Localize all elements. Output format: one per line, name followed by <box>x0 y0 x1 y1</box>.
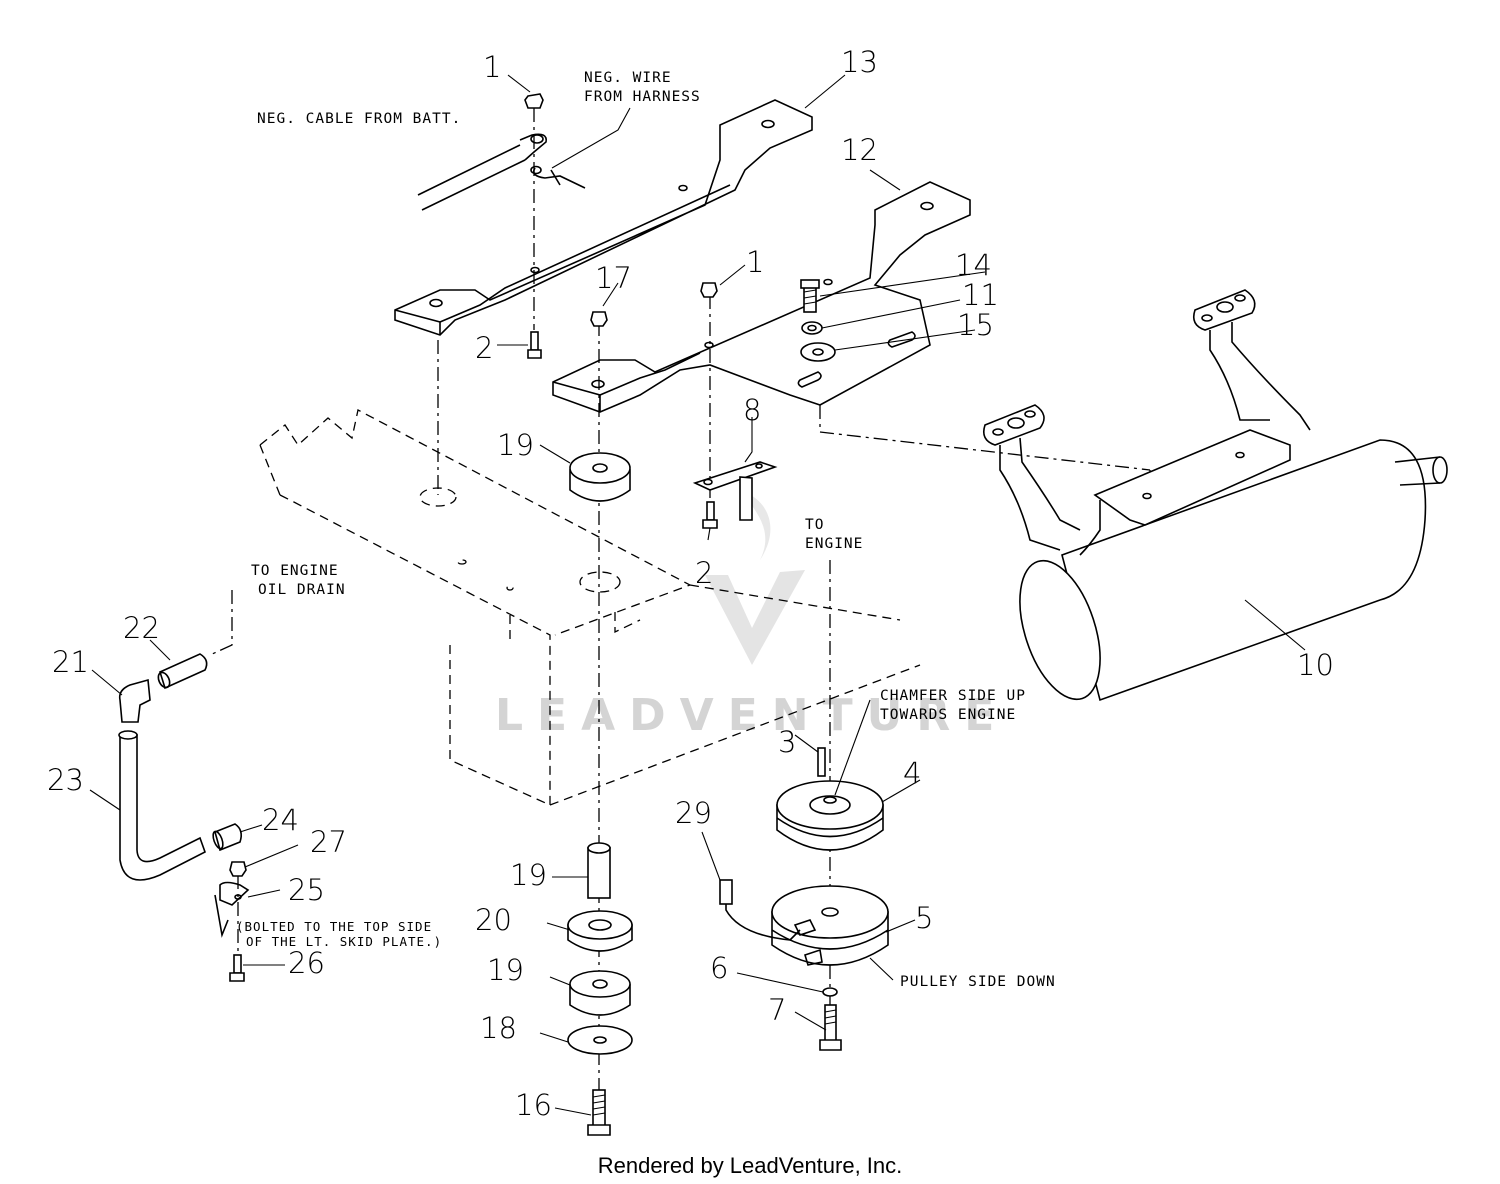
note-oil-drain-2: OIL DRAIN <box>258 582 346 598</box>
washer-6 <box>822 987 838 997</box>
note-to-engine-1: TO <box>805 517 824 533</box>
nut-27 <box>229 861 247 877</box>
footer-credit: Rendered by LeadVenture, Inc. <box>598 1153 903 1178</box>
note-oil-drain-1: TO ENGINE <box>251 563 339 579</box>
callout-27: 27 <box>310 825 347 859</box>
negative-cable <box>417 133 548 211</box>
bolt-14 <box>800 279 820 313</box>
note-bolted-1: (BOLTED TO THE TOP SIDE <box>236 919 432 934</box>
callout-24: 24 <box>262 803 299 837</box>
nut-1-top <box>524 93 544 109</box>
clutch-5 <box>771 885 889 966</box>
callout-7: 7 <box>768 993 786 1027</box>
washer-15 <box>800 342 836 362</box>
callout-1: 1 <box>746 245 764 279</box>
tube-23 <box>118 730 206 881</box>
callout-12: 12 <box>841 133 878 167</box>
bolt-2-mid <box>702 501 718 529</box>
callout-25: 25 <box>288 873 325 907</box>
washer-20 <box>567 910 633 952</box>
note-neg-wire-1: NEG. WIRE <box>584 70 672 86</box>
callout-8: 8 <box>743 393 761 427</box>
callout-10: 10 <box>1297 648 1334 682</box>
callout-2: 2 <box>695 556 713 590</box>
callout-13: 13 <box>841 45 878 79</box>
callout-15: 15 <box>957 308 994 342</box>
note-neg-wire-2: FROM HARNESS <box>584 89 701 105</box>
muffler-10 <box>982 289 1448 702</box>
note-chamfer-2: TOWARDS ENGINE <box>880 707 1016 723</box>
bolt-16 <box>587 1089 611 1136</box>
key-3 <box>817 747 826 777</box>
callout-3: 3 <box>778 725 796 759</box>
center-lines <box>209 108 1151 1120</box>
bolt-7 <box>819 1004 842 1051</box>
nut-1-mid <box>700 282 718 298</box>
callout-19: 19 <box>487 953 524 987</box>
callout-6: 6 <box>710 951 728 985</box>
wire-29 <box>719 879 801 941</box>
callout-20: 20 <box>475 903 512 937</box>
bolt-26 <box>229 954 245 982</box>
callout-14: 14 <box>955 248 992 282</box>
note-pulley-side: PULLEY SIDE DOWN <box>900 974 1056 990</box>
callout-26: 26 <box>288 946 325 980</box>
bolt-2-left <box>527 331 542 359</box>
nut-17 <box>590 311 608 327</box>
pulley-4 <box>776 780 884 851</box>
callout-numbers: 1 13 12 1 17 14 11 15 2 19 8 2 10 22 21 … <box>47 45 1334 1122</box>
watermark-text: LEADVENTURE <box>495 690 1008 741</box>
hose-22 <box>157 653 208 690</box>
washer-11 <box>801 321 823 335</box>
leader-lines <box>89 74 1306 1116</box>
note-bolted-2: OF THE LT. SKID PLATE.) <box>246 934 442 949</box>
callout-17: 17 <box>595 261 632 295</box>
bracket-13 <box>394 99 813 336</box>
notes: NEG. CABLE FROM BATT. NEG. WIRE FROM HAR… <box>236 70 1056 990</box>
watermark-logo-icon <box>705 570 805 665</box>
sleeve-19 <box>587 842 611 899</box>
callout-1: 1 <box>483 50 501 84</box>
callout-16: 16 <box>515 1088 552 1122</box>
callout-11: 11 <box>962 278 999 312</box>
callout-21: 21 <box>52 645 89 679</box>
note-chamfer-1: CHAMFER SIDE UP <box>880 688 1026 704</box>
callout-29: 29 <box>675 796 712 830</box>
clamp-25 <box>214 881 250 938</box>
coupler-24 <box>212 823 242 852</box>
isolator-19-top <box>569 452 631 502</box>
callout-4: 4 <box>903 756 921 790</box>
callout-23: 23 <box>47 763 84 797</box>
isolator-19-bottom <box>569 970 631 1016</box>
note-to-engine-2: ENGINE <box>805 536 863 552</box>
callout-2: 2 <box>475 331 493 365</box>
callout-22: 22 <box>123 611 160 645</box>
callout-18: 18 <box>480 1011 517 1045</box>
watermark: LEADVENTURE <box>495 490 1008 741</box>
callout-19: 19 <box>510 858 547 892</box>
note-neg-cable: NEG. CABLE FROM BATT. <box>257 111 461 127</box>
washer-18 <box>567 1025 633 1055</box>
bracket-12 <box>552 181 971 413</box>
elbow-21 <box>118 678 151 723</box>
negative-wire <box>530 165 586 189</box>
bracket-8 <box>692 461 778 521</box>
callout-5: 5 <box>915 901 933 935</box>
callout-19: 19 <box>497 428 534 462</box>
